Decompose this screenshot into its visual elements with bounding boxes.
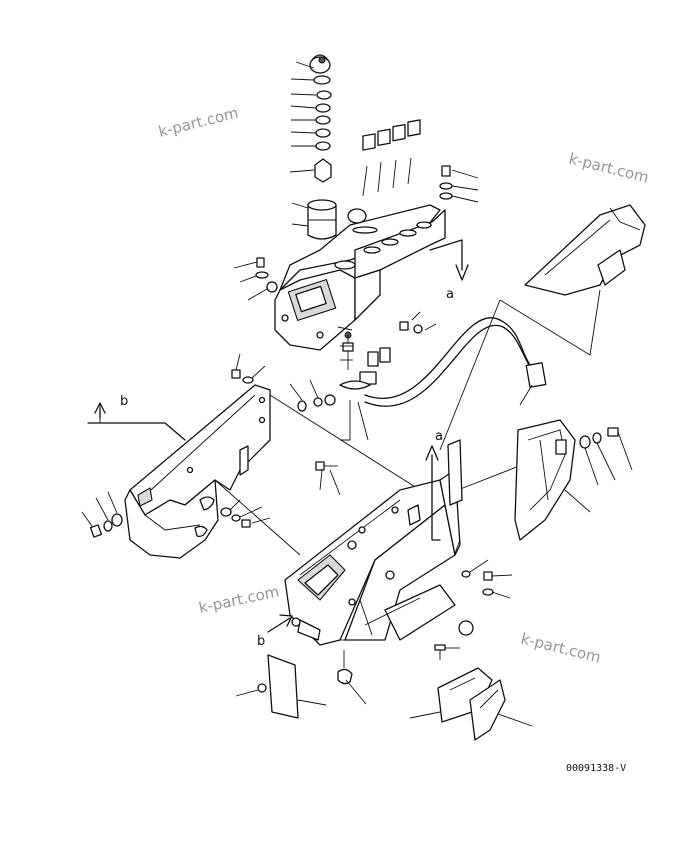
left-cover-screws bbox=[81, 353, 271, 538]
watermark-1: k-part.com bbox=[157, 104, 241, 141]
ref-arrow-b-bottom: b bbox=[257, 614, 301, 649]
ref-post-a: a bbox=[425, 429, 463, 541]
left-side-cover bbox=[124, 384, 271, 559]
console-base-frame bbox=[284, 469, 461, 646]
ref-arrow-b-left: b bbox=[87, 394, 186, 441]
ref-letter-b-left: b bbox=[120, 394, 128, 409]
drawing-code: 00091338-V bbox=[566, 763, 626, 774]
watermark-2: k-part.com bbox=[567, 149, 651, 186]
armrest-handle bbox=[499, 204, 646, 356]
center-bolt bbox=[315, 461, 341, 496]
watermark-3: k-part.com bbox=[197, 582, 281, 617]
rocker-switches bbox=[347, 119, 421, 224]
connector-cluster bbox=[289, 311, 437, 441]
bottom-mat bbox=[235, 650, 367, 719]
assembly-leader-lines bbox=[214, 299, 561, 556]
box-screws-left bbox=[233, 257, 278, 301]
leader-lines-ring-stack bbox=[289, 61, 317, 227]
ref-arrow-a-top: a bbox=[429, 239, 469, 302]
bottom-right-covers bbox=[409, 667, 533, 741]
ref-letter-a-mid: a bbox=[435, 429, 443, 444]
base-right-fasteners bbox=[434, 539, 513, 660]
wire-harness bbox=[364, 317, 547, 407]
control-switch-box bbox=[274, 204, 446, 351]
watermark-4: k-part.com bbox=[519, 629, 603, 666]
ref-letter-a-top: a bbox=[446, 287, 454, 302]
knob-ring-stack bbox=[307, 54, 337, 240]
box-screws-right bbox=[439, 165, 479, 203]
right-side-cover bbox=[514, 419, 633, 541]
ref-letter-b-bottom: b bbox=[257, 634, 265, 649]
